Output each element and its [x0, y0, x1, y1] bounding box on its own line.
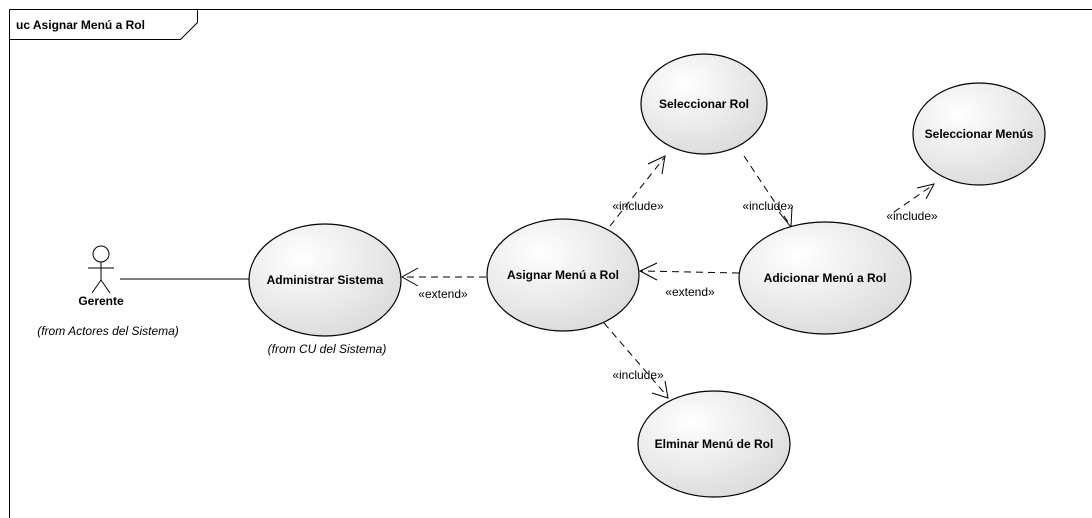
include-label: «include»	[612, 368, 664, 382]
use-case-seleccionar-rol[interactable]: Seleccionar Rol	[640, 53, 768, 155]
use-case-label: Seleccionar Rol	[659, 97, 749, 111]
use-case-label: Seleccionar Menús	[925, 127, 1034, 141]
actor-name: Gerente	[78, 294, 124, 308]
use-case-label: Asignar Menú a Rol	[507, 268, 619, 282]
use-case-label: Elminar Menú de Rol	[655, 437, 774, 451]
include-asignar-to-seleccionar-rol: «include»	[609, 155, 666, 227]
include-label: «include»	[742, 199, 794, 213]
use-case-label: Adicionar Menú a Rol	[764, 271, 887, 285]
use-case-administrar-sistema[interactable]: Administrar Sistema	[248, 223, 402, 337]
frame-title: uc Asignar Menú a Rol	[16, 18, 145, 32]
include-asignar-to-eliminar: «include»	[603, 322, 669, 399]
include-label: «include»	[886, 209, 938, 223]
use-case-eliminar-menu-rol[interactable]: Elminar Menú de Rol	[637, 390, 791, 498]
extend-asignar-to-administrar: «extend»	[400, 267, 486, 301]
extend-adicionar-to-asignar: «extend»	[638, 262, 740, 299]
use-case-adicionar-menu-rol[interactable]: Adicionar Menú a Rol	[738, 221, 912, 335]
actor-icon	[88, 245, 114, 294]
include-label: «include»	[612, 199, 664, 213]
actor-origin-note: (from Actores del Sistema)	[37, 324, 179, 338]
use-case-label: Administrar Sistema	[267, 273, 384, 287]
diagram-frame: uc Asignar Menú a Rol	[9, 9, 1092, 518]
use-case-asignar-menu-rol[interactable]: Asignar Menú a Rol	[486, 218, 640, 332]
include-seleccionar-rol-to-adicionar: «include»	[742, 155, 794, 229]
use-case-seleccionar-menus[interactable]: Seleccionar Menús	[912, 82, 1046, 186]
extend-label: «extend»	[418, 287, 468, 301]
actor-gerente[interactable]: Gerente	[78, 245, 124, 308]
use-case-origin-note: (from CU del Sistema)	[268, 342, 387, 356]
include-adicionar-to-seleccionar-menus: «include»	[886, 183, 938, 223]
extend-label: «extend»	[665, 285, 715, 299]
